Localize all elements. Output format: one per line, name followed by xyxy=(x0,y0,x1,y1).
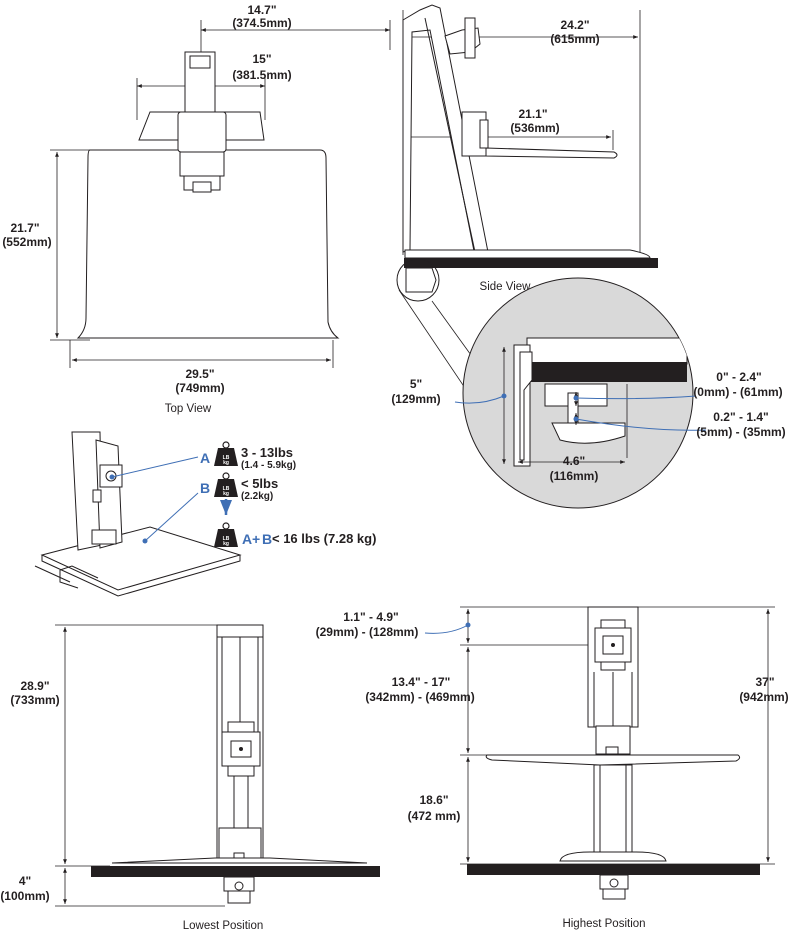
top-tray-inch: 15" xyxy=(252,52,271,66)
side-tray xyxy=(485,147,618,159)
lowest-mount-plate xyxy=(221,731,261,767)
highest-position: 1.1" - 4.9" (29mm) - (128mm) 13.4" - 17"… xyxy=(316,606,789,930)
top-width-mm: (374.5mm) xyxy=(232,16,291,30)
svg-text:LB: LB xyxy=(223,486,230,492)
lowest-caption: Lowest Position xyxy=(183,920,264,932)
weight-sum-b: B xyxy=(262,531,272,547)
detail-depth-mm: (116mm) xyxy=(550,469,599,483)
weight-label-a: A xyxy=(200,450,210,466)
weight-a-range: 3 - 13lbs xyxy=(241,445,293,460)
highest-caption: Highest Position xyxy=(562,918,645,930)
svg-text:LB: LB xyxy=(223,455,230,461)
top-view-caption: Top View xyxy=(165,403,212,415)
detail-clamp-inch: 0" - 2.4" xyxy=(716,370,761,384)
side-total-inch: 24.2" xyxy=(560,18,589,32)
svg-text:kg: kg xyxy=(223,491,229,497)
top-platform-inch: 29.5" xyxy=(185,367,214,381)
lowest-position: 28.9" (733mm) 4" (100mm) Lowest Position xyxy=(0,624,380,932)
weight-b-range: < 5lbs xyxy=(241,476,278,491)
svg-text:kg: kg xyxy=(223,460,229,466)
iso-view xyxy=(34,431,242,597)
detail-depth-inch: 4.6" xyxy=(563,454,585,468)
lowest-base-mm: (100mm) xyxy=(0,889,49,903)
top-depth-inch: 21.7" xyxy=(10,221,39,235)
detail-clamp-mm: (0mm) - (61mm) xyxy=(693,385,782,399)
weight-b-range-kg: (2.2kg) xyxy=(241,491,273,502)
highest-mid-mm: (342mm) - (469mm) xyxy=(365,690,474,704)
highest-low-inch: 18.6" xyxy=(419,793,448,807)
weight-a-range-kg: (1.4 - 5.9kg) xyxy=(241,460,296,471)
highest-top-mm: (29mm) - (128mm) xyxy=(316,625,419,639)
clamp-detail: 5" (129mm) 0" - 2.4" (0mm) - (61mm) 0.2"… xyxy=(391,277,786,509)
svg-text:kg: kg xyxy=(223,541,229,547)
weight-sum-plus: + xyxy=(252,531,260,547)
weight-icon-sum: LB kg xyxy=(214,522,238,547)
top-width-inch: 14.7" xyxy=(247,3,276,17)
svg-text:LB: LB xyxy=(223,536,230,542)
side-tray-mm: (536mm) xyxy=(510,121,559,135)
side-view-caption: Side View xyxy=(480,281,532,293)
top-platform xyxy=(76,149,340,339)
top-tray-mm: (381.5mm) xyxy=(232,68,291,82)
side-view: 24.2" (615mm) 21.1" (536mm) Side View xyxy=(396,4,658,389)
highest-total-mm: (942mm) xyxy=(739,690,788,704)
highest-total-inch: 37" xyxy=(755,675,774,689)
side-tray-inch: 21.1" xyxy=(518,107,547,121)
weight-icon-b: LB kg xyxy=(214,472,238,497)
weight-icon-a: LB kg xyxy=(214,441,238,466)
top-view: 14.7" (374.5mm) 15" (381.5mm) 21.7" (552… xyxy=(2,3,391,415)
lowest-height-mm: (733mm) xyxy=(10,693,59,707)
top-depth-mm: (552mm) xyxy=(2,235,51,249)
highest-desk xyxy=(467,864,760,875)
weight-label-b: B xyxy=(200,480,210,496)
detail-grip-inch: 0.2" - 1.4" xyxy=(713,410,768,424)
side-detail-circle xyxy=(396,258,440,302)
highest-tray xyxy=(485,754,741,766)
lowest-desk xyxy=(91,866,380,877)
side-desk xyxy=(404,258,658,268)
weight-sum-a: A xyxy=(242,531,252,547)
detail-height-mm: (129mm) xyxy=(391,392,440,406)
lowest-height-inch: 28.9" xyxy=(20,679,49,693)
side-total-mm: (615mm) xyxy=(550,32,599,46)
top-platform-mm: (749mm) xyxy=(175,381,224,395)
lowest-base-inch: 4" xyxy=(19,874,31,888)
detail-grip-mm: (5mm) - (35mm) xyxy=(696,425,785,439)
highest-top-inch: 1.1" - 4.9" xyxy=(343,610,398,624)
highest-low-mm: (472 mm) xyxy=(408,809,461,823)
weight-sum-value: < 16 lbs (7.28 kg) xyxy=(272,531,376,546)
weight-legend: A B LB kg LB kg LB kg 3 - 13lbs (1.4 - 5… xyxy=(109,441,376,547)
highest-mid-inch: 13.4" - 17" xyxy=(392,675,451,689)
detail-height-inch: 5" xyxy=(410,377,422,391)
